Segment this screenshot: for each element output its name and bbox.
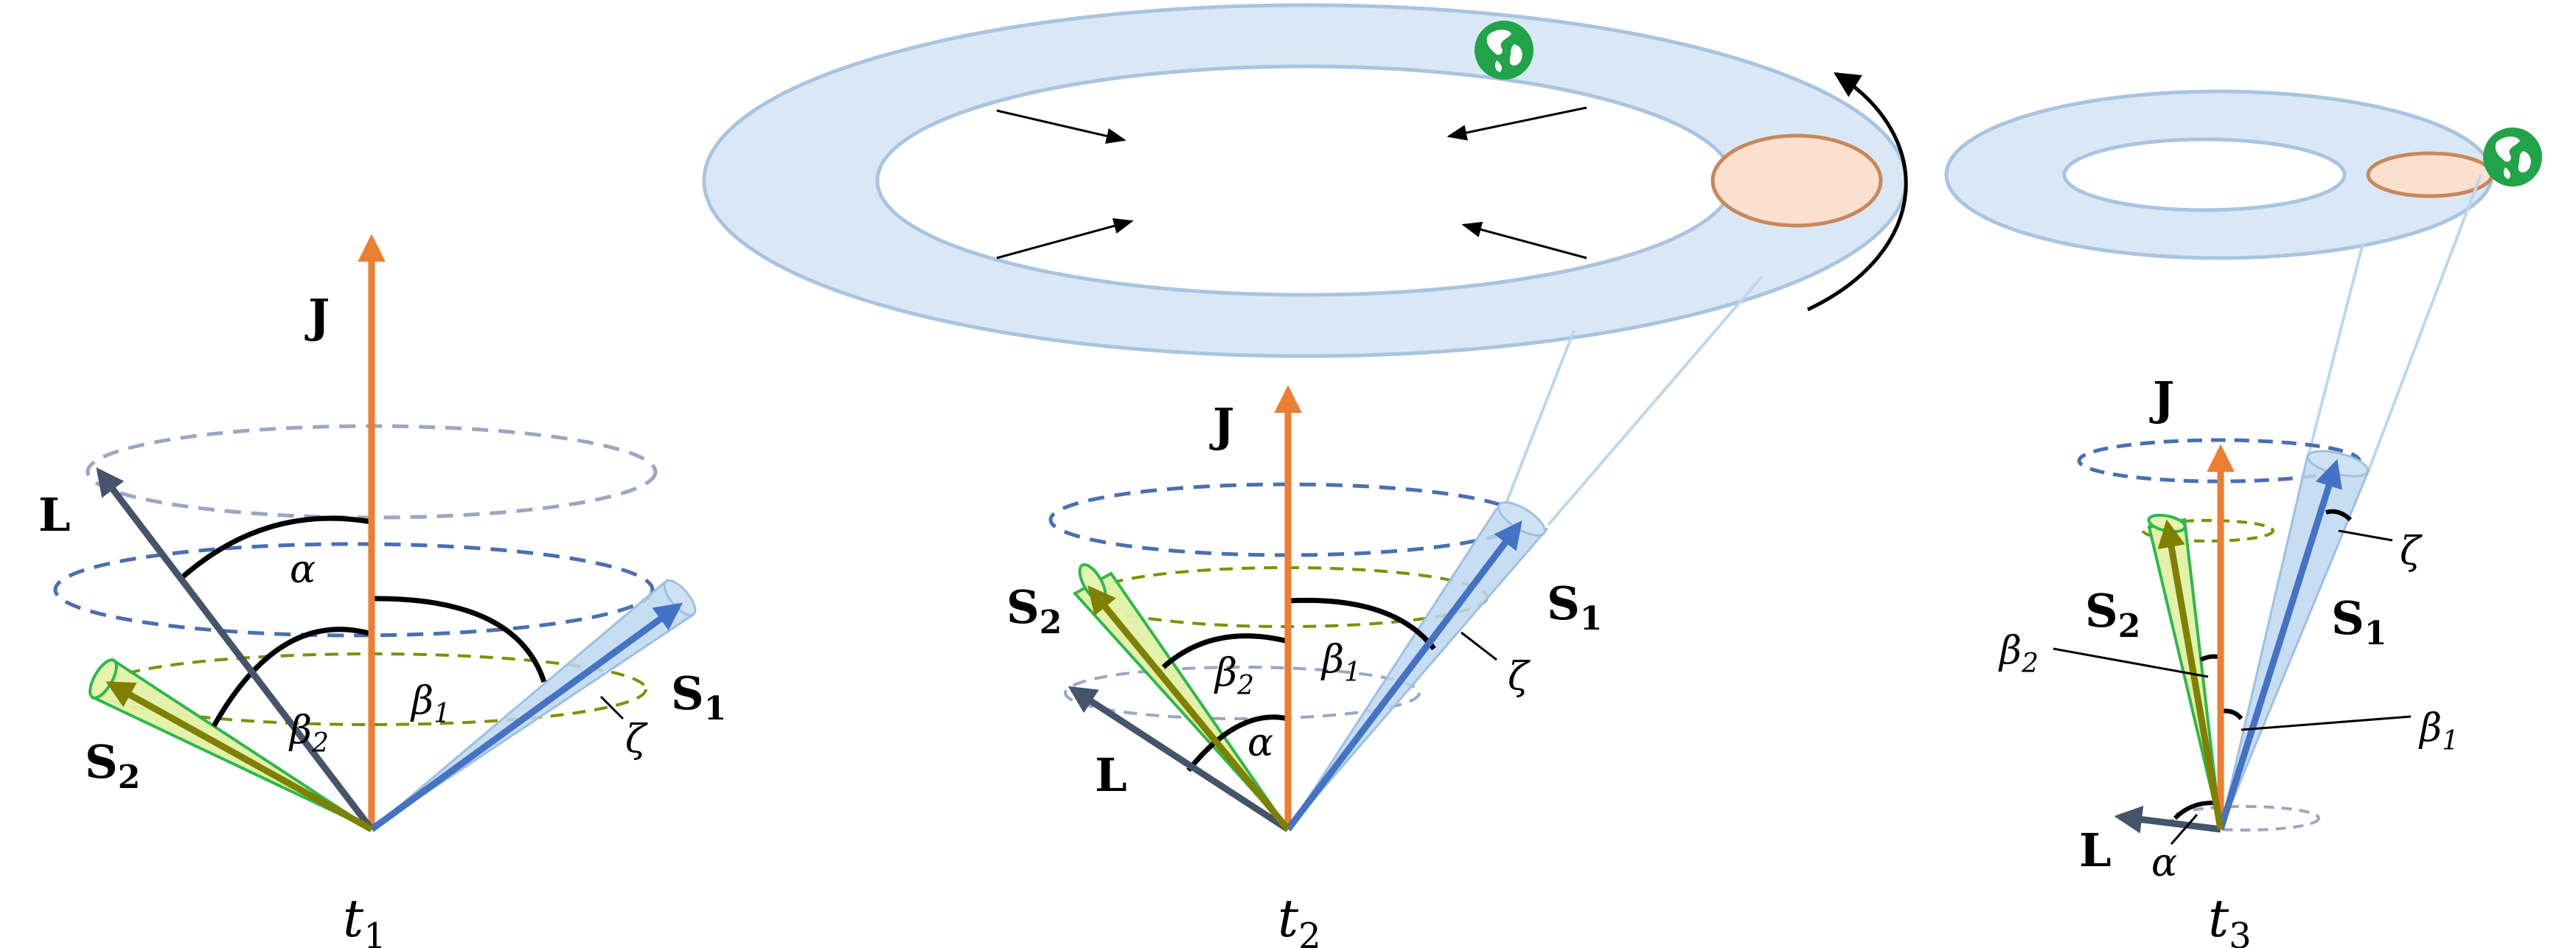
label-zeta: ζ	[2400, 529, 2423, 574]
beta2-leader	[2053, 647, 2209, 678]
label-L: L	[1095, 748, 1127, 802]
alpha-leader	[2170, 814, 2199, 845]
zeta-leader	[2338, 529, 2393, 542]
beta1-leader	[2241, 715, 2412, 731]
large-ring-hole	[875, 64, 1735, 297]
label-S2: S2	[2085, 584, 2140, 645]
zeta-leader	[599, 695, 624, 720]
label-zeta: ζ	[625, 717, 648, 761]
time-label-t3: t3	[2208, 888, 2252, 948]
label-beta1: β1	[1320, 638, 1361, 688]
angle-arc-beta1	[371, 596, 547, 683]
angle-arc-alpha	[1186, 714, 1289, 773]
label-S1: S1	[2331, 591, 2387, 652]
vector-S2	[105, 681, 374, 832]
label-beta2: β2	[1214, 651, 1254, 701]
small-ring-blob	[2366, 151, 2494, 198]
vector-S2	[2157, 519, 2224, 830]
time-label-t2: t2	[1278, 888, 1321, 948]
label-beta1: β1	[2418, 706, 2459, 756]
panel-t3: J L S1 S2 α β1 β2 ζ t3	[1998, 372, 2459, 948]
label-J: J	[1209, 398, 1234, 452]
angle-arc-zeta	[2325, 509, 2353, 522]
vector-S1	[369, 602, 683, 832]
rotation-arrow	[1806, 72, 1908, 312]
projection-line	[2306, 243, 2364, 459]
angle-arc-beta2	[211, 627, 372, 728]
label-S1: S1	[1547, 576, 1602, 638]
vector-L	[1068, 686, 1290, 832]
small-ring-hole	[2062, 137, 2347, 212]
label-alpha: α	[290, 548, 316, 592]
large-ring-group	[702, 3, 1908, 358]
vector-S1	[2217, 459, 2342, 831]
globe-icon	[1475, 21, 1534, 80]
label-S2: S2	[85, 735, 140, 796]
vector-L	[2114, 805, 2221, 834]
label-J: J	[304, 289, 330, 343]
zeta-leader	[1461, 631, 1497, 661]
label-beta2: β2	[1998, 629, 2039, 679]
inflow-arrow	[996, 109, 1127, 144]
panel-t1: J L S1 S2 α β1 β2 ζ t1	[38, 234, 726, 948]
angle-arc-beta1	[1287, 597, 1436, 651]
label-L: L	[2079, 823, 2112, 877]
large-ring-blob	[1710, 133, 1883, 228]
angle-arc-alpha	[178, 515, 372, 581]
projection-line	[1547, 275, 1764, 526]
precession-circle-grey	[2170, 805, 2320, 832]
time-label-t1: t1	[343, 888, 386, 948]
angle-arc-beta2	[1161, 633, 1289, 669]
label-beta1: β1	[410, 679, 450, 729]
inflow-arrow	[1461, 221, 1587, 259]
projection-line	[2367, 174, 2482, 473]
label-zeta: ζ	[1508, 655, 1531, 699]
projection-line	[1503, 330, 1576, 509]
label-J: J	[2149, 372, 2174, 425]
vector-S1	[1285, 520, 1522, 832]
precession-circle-olive	[2142, 519, 2274, 543]
label-S1: S1	[671, 666, 726, 728]
label-beta2: β2	[288, 708, 329, 759]
globe-icon	[2483, 128, 2542, 187]
small-ring-group	[1944, 89, 2494, 260]
label-S2: S2	[1006, 580, 1062, 641]
label-L: L	[38, 488, 71, 542]
panel-t2: J L S1 S2 α β1 β2 ζ t2	[1006, 385, 1602, 948]
label-alpha: α	[2151, 841, 2177, 885]
precession-circle-grey	[1064, 666, 1421, 720]
inflow-arrow	[996, 217, 1134, 259]
label-alpha: α	[1247, 721, 1273, 765]
vector-L	[96, 467, 375, 832]
vector-S2	[1087, 585, 1291, 832]
precession-circle-blue	[53, 542, 655, 638]
inflow-arrow	[1447, 106, 1587, 141]
